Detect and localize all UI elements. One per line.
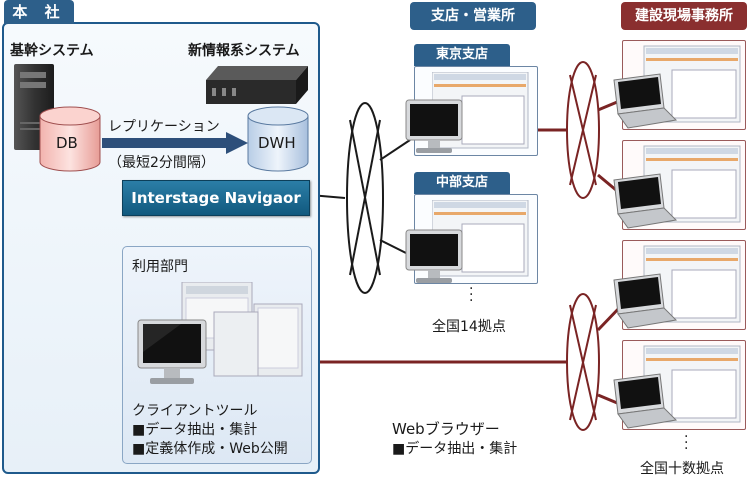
web-feature: ■データ抽出・集計	[392, 441, 518, 457]
dwh-label: DWH	[258, 134, 296, 152]
rack-server-icon	[206, 66, 308, 104]
site-2-graphics	[613, 145, 741, 229]
site-screens-and-laptops	[613, 45, 741, 429]
site-3-graphics	[613, 245, 741, 329]
replication-interval: （最短2分間隔）	[108, 155, 215, 171]
db-label: DB	[56, 134, 78, 152]
tokyo-branch-title: 東京支店	[414, 44, 510, 66]
tokyo-monitor-icon	[405, 99, 463, 153]
replication-label: レプリケーション	[108, 119, 220, 135]
site-network-top	[566, 61, 600, 199]
sites-ellipsis: ···	[684, 429, 689, 457]
hq-branch-network	[346, 102, 384, 294]
dwh-cylinder-icon	[247, 106, 309, 172]
network-tokyo-line	[379, 139, 411, 161]
web-browser-label: Webブラウザー	[392, 420, 500, 438]
db-cylinder-icon	[39, 106, 101, 172]
branches-title: 支店・営業所	[410, 2, 536, 30]
chubu-branch-title: 中部支店	[414, 172, 510, 194]
core-system-label: 基幹システム	[10, 43, 94, 59]
site-1-graphics	[613, 45, 741, 129]
sites-count: 全国十数拠点	[640, 461, 724, 477]
chubu-monitor-icon	[405, 229, 463, 283]
client-feature-2: ■定義体作成・Web公開	[132, 441, 288, 457]
hq-title: 本 社	[4, 0, 74, 24]
user-dept-label: 利用部門	[132, 259, 188, 275]
sites-title: 建設現場事務所	[621, 2, 747, 30]
site-network-bottom	[566, 293, 600, 431]
client-feature-1: ■データ抽出・集計	[132, 422, 258, 438]
product-name-badge: Interstage Navigaor	[122, 180, 310, 216]
replication-arrow-icon	[102, 132, 248, 154]
network-chubu-line	[379, 239, 411, 256]
branches-count: 全国14拠点	[432, 319, 506, 335]
site-4-graphics	[613, 345, 741, 429]
client-tool-label: クライアントツール	[132, 403, 258, 419]
client-monitor-icon	[137, 319, 207, 384]
new-info-system-label: 新情報系システム	[188, 43, 300, 59]
branches-ellipsis: ···	[469, 281, 474, 309]
